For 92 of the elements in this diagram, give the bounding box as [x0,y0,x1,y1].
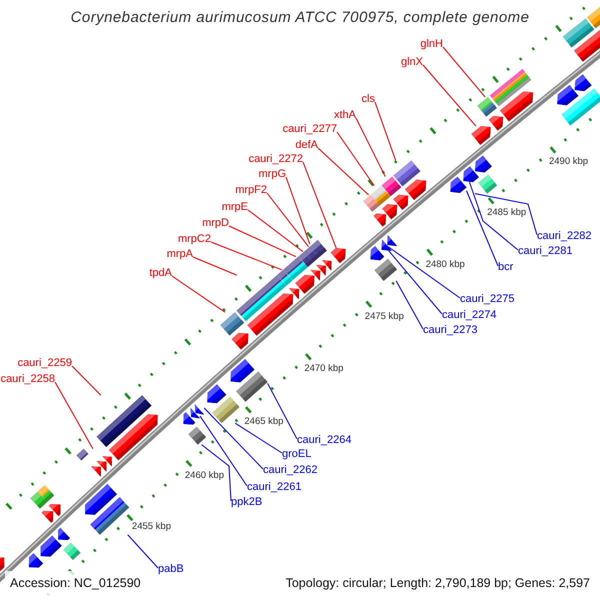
gene-label: mrpG [258,168,286,180]
leader-line [336,132,375,186]
gene-feature [38,485,60,516]
scale-label: 2480 kbp [426,258,465,270]
gene-label: bcr [498,260,514,274]
gene-label: glnH [420,38,443,50]
leader-line [267,382,298,440]
gene-feature [474,156,498,194]
scale-label: 2490 kbp [548,156,588,168]
leader-line [248,210,304,252]
gene-label: mrpA [166,248,193,260]
gene-feature [102,456,112,466]
gene-label: defA [295,138,318,152]
leader-line [54,382,94,450]
gene-label: cauri_2281 [518,244,572,258]
gene-feature [330,248,346,264]
leader-line [318,148,370,196]
gene-label: cls [362,92,375,106]
gene-feature [207,384,240,424]
gene-label: mrpD [202,216,229,230]
leader-line [266,192,310,248]
gene-label: xthA [334,108,356,122]
scale-label: 2475 kbp [364,310,404,322]
gene-label: tpdA [149,266,172,280]
gene-feature [236,275,294,336]
gene-feature [562,18,600,62]
leader-line [286,176,310,245]
gene-feature [96,461,107,472]
gene-feature [370,246,398,281]
gene-label: mrpF2 [235,184,267,196]
gene-feature [28,553,44,568]
leader-line [396,280,424,330]
gene-feature [490,69,534,122]
leader-line [302,162,337,249]
gene-feature [85,484,130,535]
gene-label: glnX [400,56,423,68]
scale-label: 2485 kbp [487,207,526,218]
leader-line [468,182,518,250]
gene-label: groEL [282,448,312,460]
gene-feature [574,74,600,114]
scale-label: 2470 kbp [304,363,344,374]
leader-line [374,102,396,161]
gene-label: mrpC2 [178,232,211,246]
leader-line [388,250,442,314]
gene-label: mrpE [222,200,248,214]
gene-label: cauri_2277 [282,122,337,136]
gene-label: pabB [158,562,184,576]
gene-feature [310,240,332,271]
gene-feature [393,160,426,200]
gene-label: cauri_2272 [248,152,303,166]
gene-label: cauri_2273 [423,324,478,336]
leader-line [234,422,282,454]
gene-feature [387,235,397,246]
accession-text: Accession: NC_012590 [10,576,141,591]
gene-feature [471,126,491,145]
gene-label: cauri_2262 [263,464,318,476]
leader-line [228,226,296,258]
scale-label: 2460 kbp [184,470,224,481]
gene-feature [230,359,268,402]
gene-feature [586,7,600,28]
gene-label: cauri_2259 [18,356,72,370]
leader-line [422,64,476,127]
gene-feature [40,536,62,557]
leader-line [192,256,238,276]
diagram-title: Corynebacterium aurimucosum ATCC 700975, complete genome [70,9,530,27]
genome-summary-text: Topology: circular; Length: 2,790,189 bp; Genes: 2,597 [286,576,590,591]
leader-line [386,245,460,298]
leader-line [356,118,386,178]
gene-feature [58,528,81,560]
gene-feature [450,176,466,193]
leader-line [442,46,486,98]
leader-line [201,444,232,502]
gene-label: cauri_2274 [442,308,496,322]
gene-label: cauri_2261 [247,480,302,494]
gene-label: cauri_2264 [297,434,352,446]
leader-line [210,242,282,270]
gene-feature [76,448,101,477]
leader-line [172,276,226,313]
scale-label: 2455 kbp [132,521,171,532]
leader-line [127,534,158,568]
leader-line [474,193,538,236]
gene-label: cauri_2275 [460,292,514,306]
gene-feature [96,395,158,460]
gene-label: cauri_2282 [537,230,592,242]
leader-line [466,190,498,266]
gene-feature [0,557,4,572]
gene-label: ppk2B [231,496,262,508]
scale-label: 2465 kbp [244,416,284,428]
leader-line [199,415,248,486]
gene-feature [194,404,204,415]
gene-label: cauri_2258 [0,372,55,386]
leader-line [204,408,264,470]
